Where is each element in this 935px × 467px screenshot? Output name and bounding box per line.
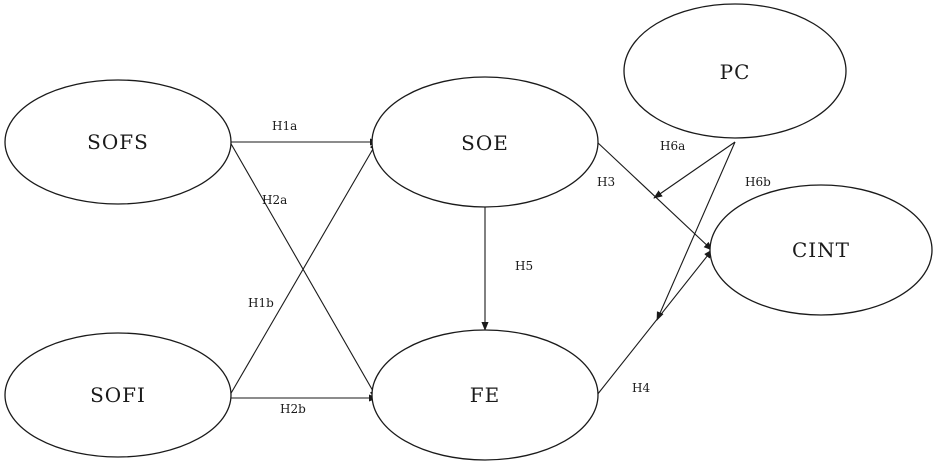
node-cint-label: CINT [792, 238, 850, 262]
edge-label-h2b: H2b [280, 402, 306, 416]
node-cint: CINT [709, 184, 933, 316]
edge-label-h3: H3 [597, 175, 615, 189]
node-fe: FE [371, 329, 599, 461]
node-fe-label: FE [470, 383, 500, 407]
edge-label-h1a: H1a [272, 119, 297, 133]
node-soe-label: SOE [461, 131, 509, 155]
edge-label-h2a: H2a [262, 193, 287, 207]
node-sofs-label: SOFS [87, 130, 149, 154]
edge-label-h6b: H6b [745, 175, 771, 189]
edge-label-h4: H4 [632, 381, 650, 395]
edge-label-h6a: H6a [660, 139, 685, 153]
node-soe: SOE [371, 76, 599, 208]
edge-label-h5: H5 [515, 259, 533, 273]
edge-h6b [656, 141, 736, 321]
edge-h1b [229, 141, 378, 396]
node-sofi: SOFI [4, 332, 232, 458]
edge-h2a [229, 141, 378, 399]
edge-label-h1b: H1b [248, 296, 274, 310]
node-sofs: SOFS [4, 79, 232, 205]
edge-h6a [653, 141, 736, 199]
node-pc-label: PC [720, 60, 751, 84]
edge-h4 [596, 249, 713, 396]
node-sofi-label: SOFI [90, 383, 146, 407]
node-pc: PC [623, 3, 847, 139]
